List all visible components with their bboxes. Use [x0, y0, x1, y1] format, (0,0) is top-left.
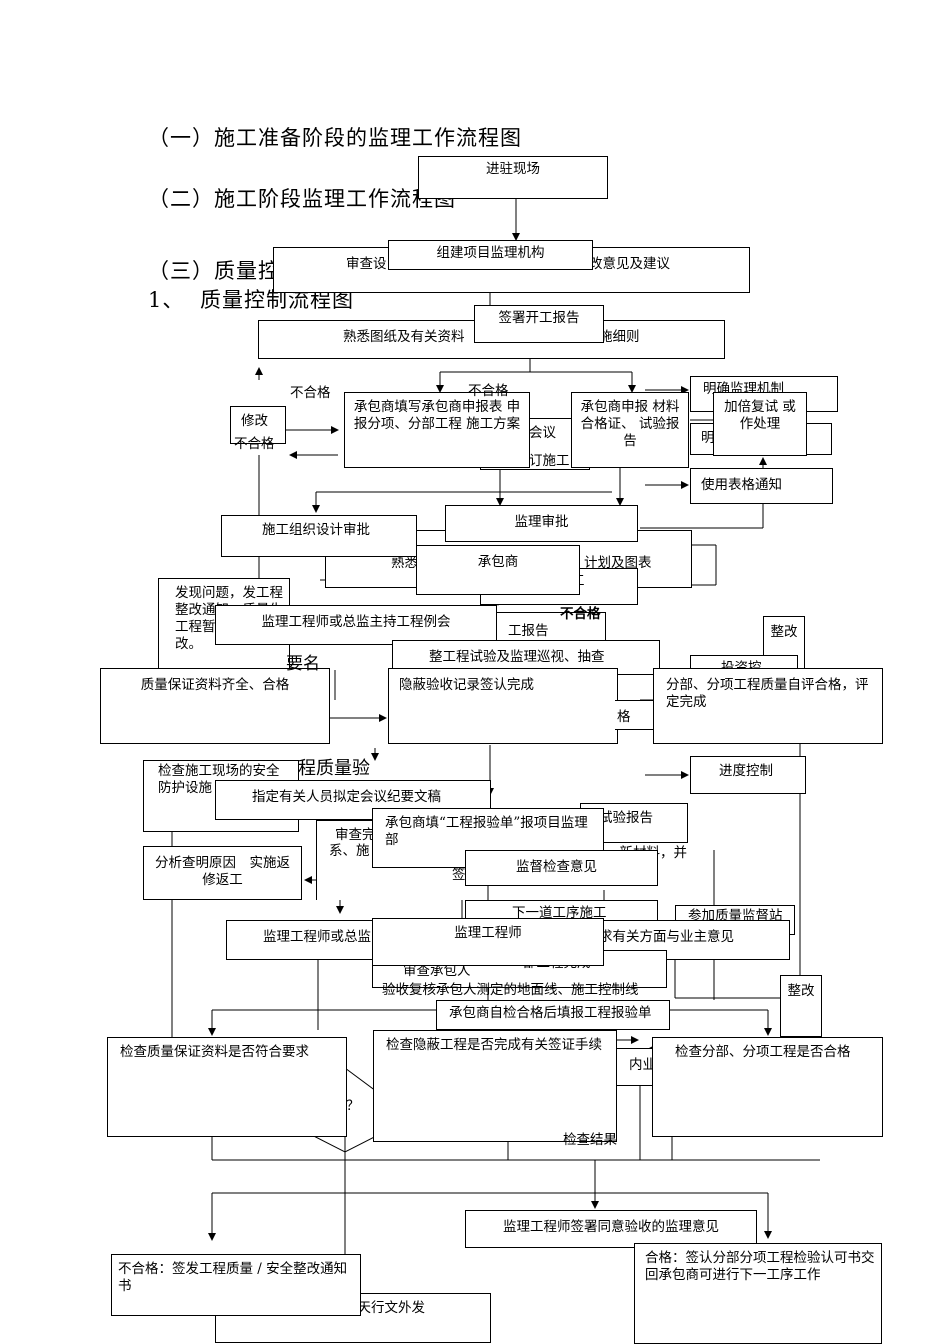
box-progress-ctrl: 进度控制: [690, 756, 806, 794]
heading-construction-stage: （二）施工阶段监理工作流程图: [148, 187, 456, 211]
ding-frag-text: 订施工: [529, 453, 570, 469]
box-check-hidden: 检查隐蔽工程是否完成有关签证手续: [373, 1030, 617, 1142]
meeting-frag-text: 会议: [529, 425, 556, 441]
box-check-quality-doc: 检查质量保证资料是否符合要求: [107, 1037, 347, 1137]
box-supervise-frag: 监督检查意见: [465, 850, 658, 886]
review-design-text: 审查设: [346, 256, 387, 272]
box-yao-frag: 要名: [280, 652, 338, 674]
heading-quality-control: （三）质量控: [148, 259, 280, 283]
verify-line-text: 验收复核承包人测定的地面线、施工控制线: [382, 982, 639, 998]
box-contractor-fill: 承包商填写承包商申报表 申报分项、分部工程 施工方案: [344, 392, 530, 468]
familiarize-text: 熟悉图纸及有关资料: [343, 329, 465, 345]
box-subitem-eval: 分部、分项工程质量自评合格，评定完成: [653, 668, 883, 744]
sys-frag-text: 系、施: [329, 843, 370, 859]
plan-frag-text: 计划及图表: [584, 555, 652, 571]
internal-text: 内业: [629, 1057, 656, 1073]
box-sign-start: 签署开工报告: [474, 305, 604, 343]
hidden-accept-text: 隐蔽验收记录签认完成: [399, 677, 534, 693]
box-meeting: 监理工程师或总监主持工程例会: [215, 605, 497, 645]
box-modify: 修改: [230, 406, 286, 444]
box-double-check: 加倍复试 或作处理: [713, 392, 807, 456]
supervise-frag-text: 监督检查意见: [516, 859, 597, 875]
label-fail-2: 不合格: [468, 383, 509, 399]
box-analyze: 分析查明原因 实施返修返工: [143, 846, 302, 900]
question-text: ？: [346, 1098, 360, 1114]
box-enter-site: 进驻现场: [418, 156, 608, 199]
heading-number: 1、: [148, 288, 185, 312]
box-org-design-approve: 施工组织设计审批: [221, 515, 417, 557]
define-tail-text: 明: [701, 430, 715, 446]
review-contractor-text: 审查承包人: [403, 963, 471, 979]
review-frag-text: 审查完: [335, 827, 376, 843]
box-contractor: 承包商: [416, 545, 580, 595]
cheng-frag-text: 程质量验: [298, 758, 370, 779]
box-quality-doc: 质量保证资料齐全、合格: [100, 668, 330, 744]
box-chief-or: 监理工程师或总监: [226, 920, 386, 960]
label-fail-1: 不合格: [290, 385, 331, 401]
label-fail-4: 不合格: [560, 606, 601, 622]
box-check-subitem: 检查分部、分项工程是否合格: [652, 1037, 883, 1137]
yao-frag-text: 要名: [286, 654, 320, 674]
box-supervisor-eng: 监理工程师: [372, 918, 604, 966]
label-fail-3: 不合格: [234, 436, 275, 452]
box-designate: 指定有关人员拟定会议纪要文稿: [215, 780, 491, 820]
two-day-text: 二天行文外发: [344, 1300, 425, 1316]
heading-prep-stage: （一）施工准备阶段的监理工作流程图: [148, 126, 522, 150]
box-self-check: 承包商自检合格后填报工程报验单: [436, 1000, 670, 1030]
qian-frag-text: 签: [452, 867, 466, 883]
box-fail-notice: 不合格：签发工程质量 / 安全整改通知书: [111, 1254, 361, 1316]
box-rectify-2: 整改: [780, 975, 822, 1037]
box-hidden-accept: 隐蔽验收记录签认完成: [388, 668, 618, 744]
report-frag-text: 工报告: [508, 623, 549, 639]
familiarize-tail-text: 施细则: [599, 329, 640, 345]
familiar2-text: 熟悉: [391, 555, 418, 571]
check-result-text: 检查结果: [563, 1132, 617, 1148]
box-build-org: 组建项目监理机构: [388, 240, 593, 270]
box-ge-frag: 格: [615, 700, 655, 730]
box-sign-opinion: 监理工程师签署同意验收的监理意见: [465, 1210, 757, 1248]
box-supervisor-approve: 监理审批: [445, 505, 638, 542]
box-pass-cert: 合格：签认分部分项工程检验认可书交回承包商可进行下一工序工作: [634, 1243, 882, 1344]
review-design-tail-text: 改意见及建议: [589, 256, 670, 272]
ge-frag-text: 格: [617, 709, 631, 725]
box-contractor-report: 承包商申报 材料合格证、 试验报告: [571, 392, 689, 468]
box-use-forms: 使用表格通知: [690, 468, 833, 504]
